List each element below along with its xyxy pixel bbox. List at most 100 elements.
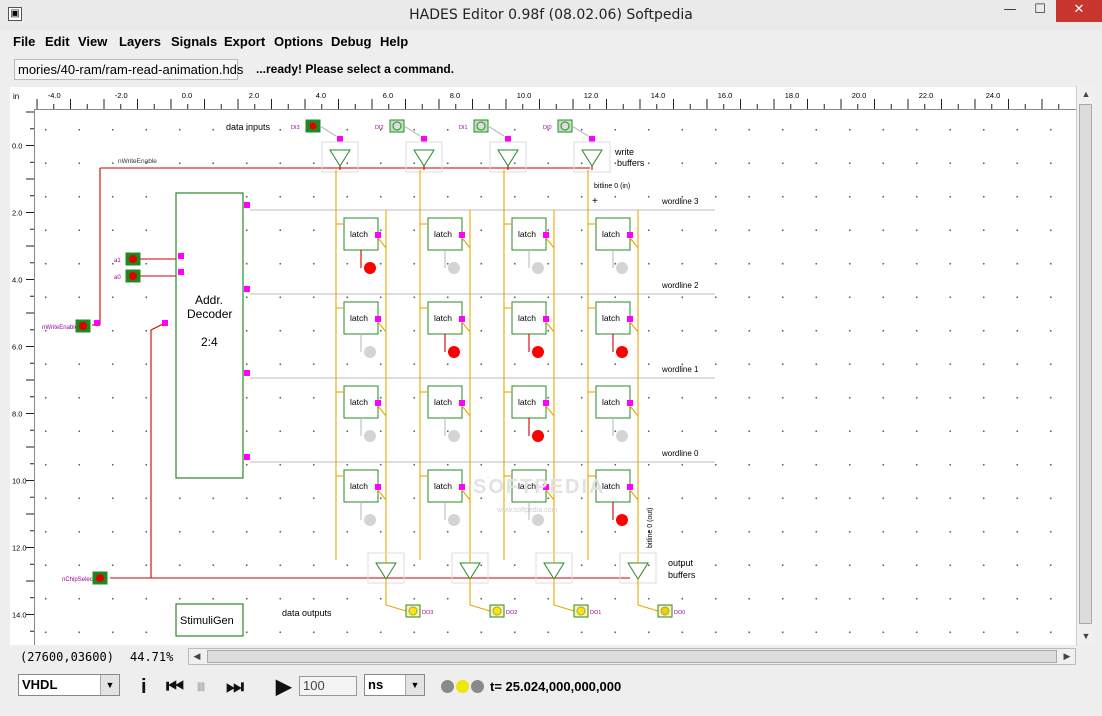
menu-options[interactable]: Options [274, 34, 324, 49]
decoder-enable-pin [162, 320, 168, 326]
ruler-tick-label: 12.0 [12, 544, 27, 553]
data-input-label: DI0 [543, 125, 552, 131]
minimize-button[interactable]: — [1003, 2, 1017, 17]
latch-led [532, 430, 544, 442]
data-input-led [560, 121, 570, 131]
data-input-label: DI1 [459, 125, 468, 131]
scroll-right-icon[interactable]: ▶ [1063, 651, 1071, 661]
bitline-in-label: bitline 0 (in) [594, 183, 630, 190]
latch-led [448, 430, 460, 442]
pause-icon[interactable]: ⏸ [196, 676, 206, 698]
horizontal-scroll-thumb[interactable] [207, 650, 1057, 663]
latch-label: latch [518, 481, 536, 491]
ruler-tick-label: 2.0 [12, 209, 22, 218]
maximize-button[interactable]: ☐ [1034, 2, 1046, 17]
latch-output-pin [375, 484, 381, 490]
ruler-tick-label: 14.0 [651, 91, 666, 100]
write-buffer-frame [489, 141, 527, 173]
latch-label: latch [602, 481, 620, 491]
write-buffer-triangle [413, 149, 435, 167]
menu-signals[interactable]: Signals [171, 34, 218, 49]
chevron-down-icon[interactable]: ▼ [405, 675, 424, 695]
chevron-down-icon[interactable]: ▼ [100, 675, 119, 695]
data-output-label: DO0 [674, 610, 685, 616]
menu-view[interactable]: View [78, 34, 108, 49]
watermark-url: www.softpedia.com [496, 507, 557, 514]
language-select[interactable]: VHDL ▼ [18, 674, 120, 696]
ruler-tick-label: 24.0 [986, 91, 1001, 100]
scroll-left-icon[interactable]: ◀ [193, 651, 201, 661]
ruler-tick-label: 0.0 [12, 142, 22, 151]
latch-label: latch [434, 481, 452, 491]
write-buffer-frame [405, 141, 443, 173]
latch-led [532, 346, 544, 358]
write-enable-label: nWriteEnable [118, 158, 157, 165]
step-value-input[interactable]: 100 [299, 676, 357, 696]
latch-led [448, 262, 460, 274]
data-output-led [408, 606, 418, 616]
menu-debug[interactable]: Debug [331, 34, 372, 49]
vertical-ruler-graphic: 0.02.04.06.08.010.012.014.0 [12, 111, 34, 632]
menu-export[interactable]: Export [224, 34, 266, 49]
menu-layers[interactable]: Layers [119, 34, 161, 49]
latch-led [616, 262, 628, 274]
data-input-label: DI3 [291, 125, 300, 131]
sim-status-led-3 [471, 680, 484, 693]
menu-help[interactable]: Help [380, 34, 409, 49]
data-output-label: DO2 [506, 610, 517, 616]
vertical-scroll-thumb[interactable] [1079, 104, 1092, 624]
close-button[interactable]: ✕ [1056, 0, 1102, 22]
output-buffers-label: buffers [668, 570, 696, 580]
latch-label: latch [350, 229, 368, 239]
vertical-scrollbar[interactable]: ▲ ▼ [1076, 86, 1095, 646]
write-enable-led [79, 322, 87, 330]
ruler-tick-label: 6.0 [383, 91, 393, 100]
ruler-tick-label: 4.0 [12, 276, 22, 285]
sim-status-led-2 [456, 680, 469, 693]
ruler-tick-label: 12.0 [584, 91, 599, 100]
app-icon[interactable]: ▣ [8, 7, 22, 21]
info-icon[interactable]: i [141, 676, 147, 698]
latch-led [616, 514, 628, 526]
latch-label: latch [602, 313, 620, 323]
ruler-tick-label: 22.0 [919, 91, 934, 100]
latch-output-pin [459, 484, 465, 490]
time-unit-value: ns [368, 677, 384, 692]
write-buffer-pin [421, 136, 427, 142]
ruler-tick-label: 8.0 [450, 91, 460, 100]
latch-output-wire [629, 321, 639, 333]
address-input-led [129, 255, 137, 263]
ruler-tick-label: 0.0 [182, 91, 192, 100]
run-icon[interactable]: ▶ [276, 676, 292, 698]
latch-label: latch [602, 229, 620, 239]
horizontal-scrollbar[interactable]: ◀ ▶ [188, 648, 1076, 665]
latch-led [448, 514, 460, 526]
latch-output-wire [545, 237, 555, 249]
rewind-icon[interactable]: ⏮ [166, 676, 184, 698]
menu-file[interactable]: File [13, 34, 36, 49]
fast-forward-icon[interactable]: ⏭ [226, 676, 244, 698]
latch-output-wire [377, 321, 387, 333]
address-decoder [175, 192, 244, 479]
latch-output-pin [543, 484, 549, 490]
ruler-tick-label: -4.0 [48, 91, 61, 100]
latch-output-pin [627, 400, 633, 406]
latch-output-wire [461, 405, 471, 417]
scroll-down-icon[interactable]: ▼ [1081, 631, 1091, 641]
output-wire [385, 604, 407, 612]
data-input-led [308, 121, 318, 131]
decoder-output-pin [244, 370, 250, 376]
latch-led [616, 430, 628, 442]
ruler-tick-label: 14.0 [12, 611, 27, 620]
latch-output-pin [627, 316, 633, 322]
menu-edit[interactable]: Edit [45, 34, 70, 49]
time-unit-select[interactable]: ns ▼ [364, 674, 425, 696]
stimuli-generator-label: StimuliGen [180, 615, 234, 627]
zoom-level: 44.71% [130, 650, 174, 664]
scroll-up-icon[interactable]: ▲ [1081, 89, 1091, 99]
file-path-field[interactable]: mories/40-ram/ram-read-animation.hds [14, 59, 243, 80]
write-buffer-pin [589, 136, 595, 142]
